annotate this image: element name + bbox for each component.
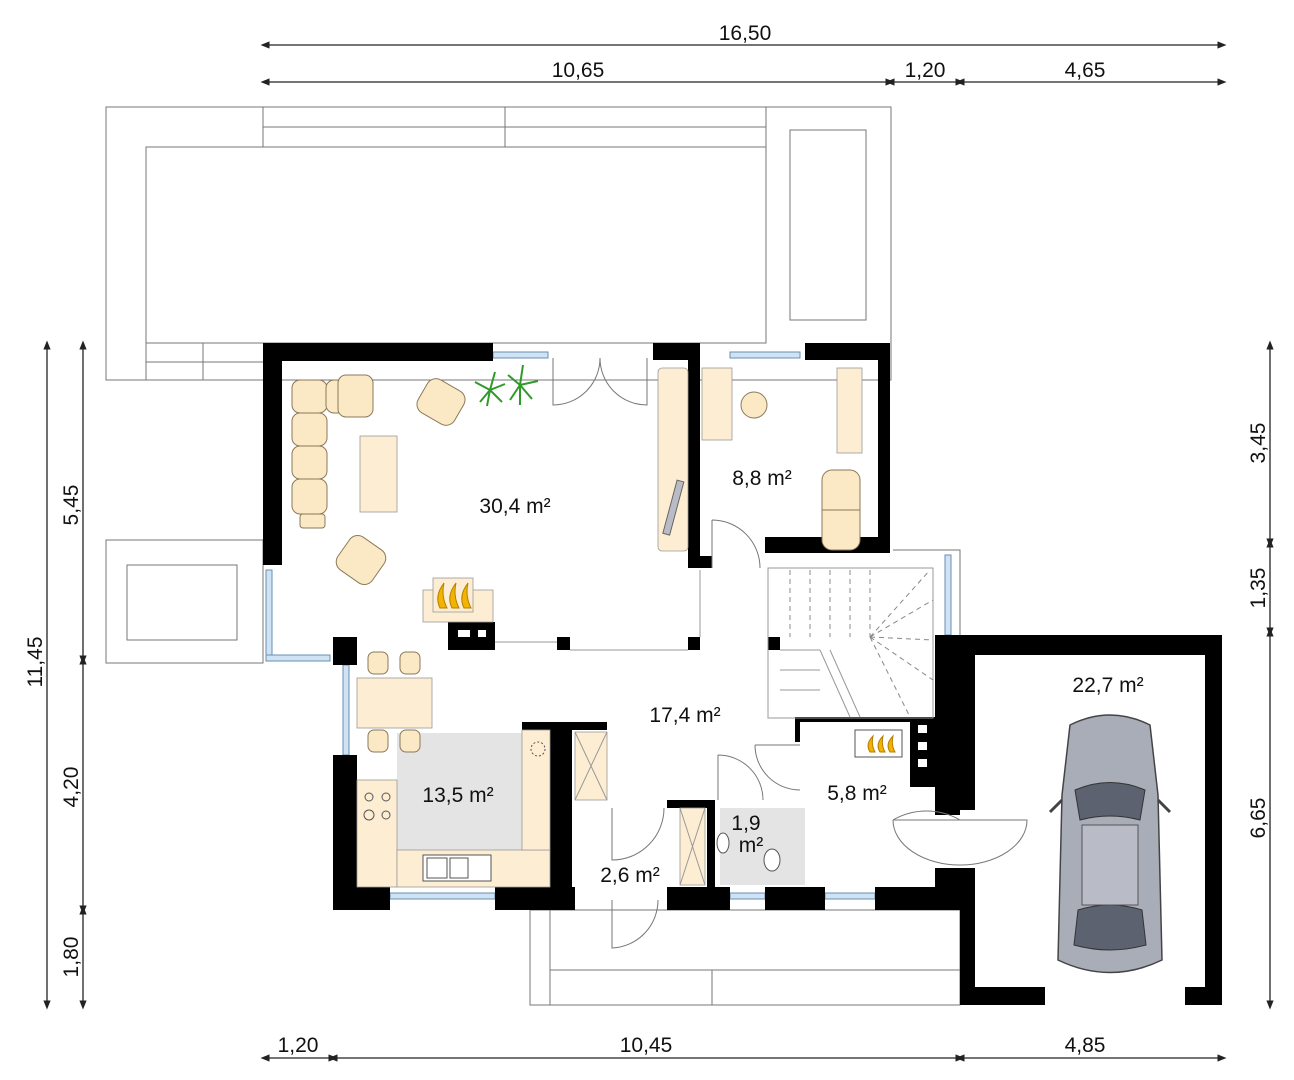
dim-top-total: 16,50 [719, 22, 772, 45]
car-icon [1048, 714, 1172, 974]
room-wc-area-unit: m² [739, 834, 764, 857]
dim-right-c: 6,65 [1247, 798, 1270, 839]
tv-icon [662, 479, 685, 536]
desk [701, 367, 733, 441]
dim-bottom-c: 4,85 [1065, 1034, 1106, 1057]
dim-top-c: 4,65 [1065, 59, 1106, 82]
fireplace-icon [422, 577, 494, 623]
room-utility-area: 5,8 m² [827, 782, 887, 805]
walls [263, 343, 1222, 1005]
dim-right-a: 3,45 [1247, 423, 1270, 464]
dimension-lines-right: 3,45 1,35 6,65 [1247, 340, 1274, 1010]
doors [552, 357, 1028, 949]
room-study-area: 8,8 m² [732, 467, 792, 490]
armchair-icon [335, 378, 861, 586]
dim-left-c: 1,80 [60, 937, 83, 978]
dim-bottom-b: 10,45 [620, 1034, 673, 1057]
room-wc-area-value: 1,9 [731, 812, 760, 835]
room-labels: 30,4 m² 8,8 m² 17,4 m² 13,5 m² 5,8 m² 1,… [422, 467, 1143, 887]
boiler-icon [854, 729, 903, 758]
plant-icon [474, 364, 539, 407]
extractor-icon [530, 741, 546, 757]
dimension-lines-bottom: 1,20 10,45 4,85 [260, 1034, 1227, 1062]
stove-icon [363, 792, 391, 821]
staircase [767, 567, 934, 719]
washbasin-icon [716, 832, 730, 854]
dim-top-a: 10,65 [552, 59, 605, 82]
toilet-icon [763, 848, 781, 872]
coffee-table [359, 435, 398, 513]
wc-floor [720, 808, 805, 885]
sofa-icon [291, 374, 374, 529]
dimension-lines-left: 11,45 5,45 4,20 1,80 [24, 340, 87, 1010]
sink-icon [422, 854, 492, 882]
dim-left-b: 4,20 [60, 767, 83, 808]
stool-icon [740, 391, 768, 419]
room-kitchen-area: 13,5 m² [422, 784, 493, 807]
dim-top-b: 1,20 [905, 59, 946, 82]
dim-left-a: 5,45 [60, 485, 83, 526]
dim-right-b: 1,35 [1247, 568, 1270, 609]
dim-bottom-a: 1,20 [278, 1034, 319, 1057]
room-living-area: 30,4 m² [479, 495, 550, 518]
dining-set [356, 651, 433, 753]
room-garage-area: 22,7 m² [1072, 674, 1143, 697]
wardrobe [836, 367, 863, 454]
room-vestibule-area: 2,6 m² [600, 864, 660, 887]
dim-left-total: 11,45 [24, 637, 47, 688]
dimension-lines-top: 16,50 10,65 1,20 4,65 [260, 22, 1227, 86]
tv-cabinet [657, 367, 689, 552]
room-hall-area: 17,4 m² [649, 704, 720, 727]
